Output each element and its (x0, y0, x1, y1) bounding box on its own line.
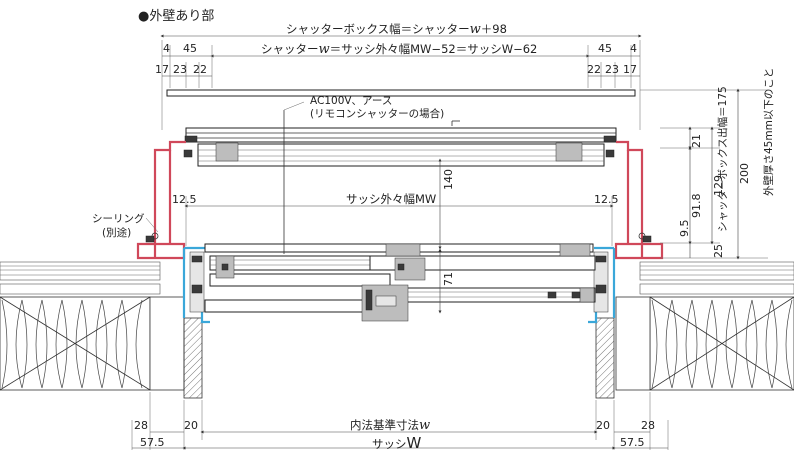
sash-mw-label: サッシ外々幅MW (346, 192, 436, 206)
dim-bottom-20-left: 20 (184, 419, 198, 432)
dim-12-5-left: 12.5 (172, 193, 197, 206)
right-vertical-dimensions: 21 91.8 9.5 129 25 200 シャッターボックス出幅＝175 外… (640, 68, 775, 260)
vertical-note-wall-thickness: 外壁厚さ45mm以下のこと (762, 68, 775, 196)
shutter-mechanism (204, 243, 596, 322)
vertical-note-box-depth: シャッターボックス出幅＝175 (716, 86, 729, 232)
dim-right-17: 17 (623, 63, 637, 76)
shutter-w-label: シャッターw＝サッシ外々幅MW−52＝サッシW−62 (261, 42, 537, 57)
dim-71: 71 (442, 272, 455, 286)
dim-left-45: 45 (183, 42, 197, 55)
dim-right-4: 4 (630, 42, 637, 55)
dim-right-45: 45 (598, 42, 612, 55)
dim-right-23: 23 (605, 63, 619, 76)
dim-left-4: 4 (163, 42, 170, 55)
dim-140: 140 (442, 169, 455, 190)
inner-ref-label: 内法基準寸法w (350, 418, 430, 433)
center-annotations: AC100V、アース (リモコンシャッターの場合) サッシ外々幅MW 12.5 … (172, 95, 619, 314)
jamb-left (183, 317, 203, 399)
dim-right-22: 22 (587, 63, 601, 76)
top-dimensions: シャッターボックス幅＝シャッターw＋98 シャッターw＝サッシ外々幅MW−52＝… (155, 22, 642, 130)
dim-bottom-28-left: 28 (134, 419, 148, 432)
box-width-label: シャッターボックス幅＝シャッターw＋98 (286, 22, 507, 37)
sealing-label-line1: シーリング (92, 212, 145, 225)
shutter-box (166, 89, 636, 167)
sash-w-label: サッシW (372, 434, 422, 452)
exterior-wall (0, 261, 794, 295)
dim-left-22: 22 (193, 63, 207, 76)
bottom-dimensions: 28 57.5 20 20 28 57.5 内法基準寸法w サッシW (131, 392, 669, 452)
jamb-right (595, 317, 615, 399)
dim-200: 200 (738, 163, 751, 184)
dim-129: 129 (712, 175, 725, 196)
dim-left-23: 23 (173, 63, 187, 76)
dim-25: 25 (712, 244, 725, 258)
dim-21: 21 (690, 134, 703, 148)
dim-bottom-20-right: 20 (596, 419, 610, 432)
dim-left-17: 17 (155, 63, 169, 76)
ac-label-line2: (リモコンシャッターの場合) (310, 107, 444, 120)
insulation-right (615, 296, 794, 391)
sealing-callout: シーリング (別途) (92, 212, 159, 239)
dim-bottom-57-5-left: 57.5 (140, 436, 165, 449)
dim-bottom-28-right: 28 (641, 419, 655, 432)
title: ●外壁あり部 (138, 9, 214, 24)
insulation-left (0, 296, 185, 391)
box-side-frame (136, 140, 664, 260)
dim-12-5-right: 12.5 (594, 193, 619, 206)
sealing-label-line2: (別途) (102, 226, 131, 239)
ac-label-line1: AC100V、アース (310, 95, 392, 107)
dim-9-5: 9.5 (678, 220, 691, 238)
sash-frame (182, 246, 616, 324)
dim-91-8: 91.8 (690, 194, 703, 219)
dim-bottom-57-5-right: 57.5 (620, 436, 645, 449)
